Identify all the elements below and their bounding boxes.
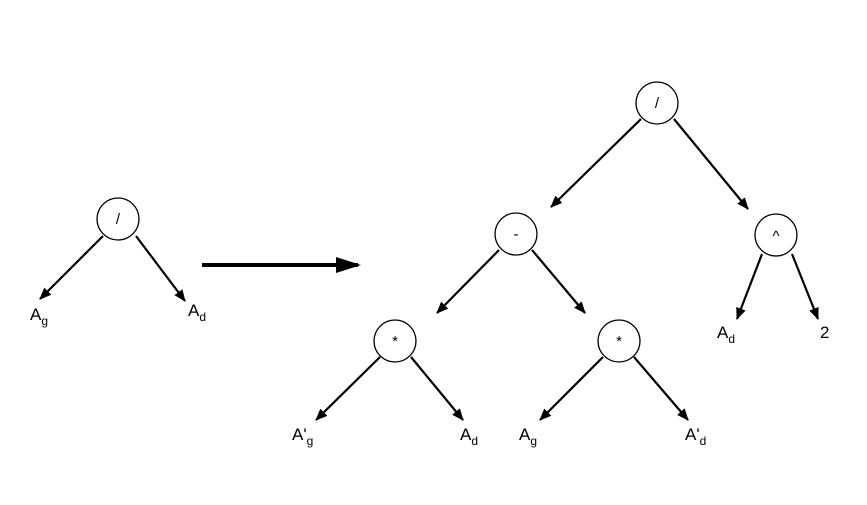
edge-power-to-ad [735,253,764,320]
times-left-operator: * [392,333,398,350]
leaf-a-d-power: Ad [717,323,735,346]
minus-operator: - [514,226,519,243]
edge-left-root-to-ad [135,235,186,302]
leaf-a-prime-g: A'g [292,425,313,448]
power-operator: ^ [772,228,779,245]
edge-left-root-to-ag [39,235,104,300]
right-root-operator: / [655,95,660,112]
edge-times-right-to-apd [633,356,689,421]
times-right-node: * [597,319,641,363]
power-node: ^ [754,213,798,257]
left-leaf-ad: Ad [188,301,206,324]
edge-times-left-to-apg [315,356,381,421]
left-root-operator: / [116,211,121,228]
right-root-node: / [635,81,679,125]
left-leaf-ag: Ag [30,305,48,328]
leaf-two: 2 [820,323,829,342]
left-root-node: / [96,197,140,241]
edge-root-to-power [673,118,749,210]
transform-arrowhead [336,257,361,273]
edge-minus-to-times-right [531,249,586,314]
leaf-a-g-right: Ag [519,425,537,448]
edge-times-right-to-ag [539,356,604,421]
leaf-a-prime-d: A'd [685,425,706,448]
edge-times-left-to-ad [410,356,464,421]
times-left-node: * [373,319,417,363]
edge-minus-to-times-left [436,249,500,314]
edge-root-to-minus [550,118,642,208]
right-tree: / - ^ * * A'g Ad Ag A'd Ad 2 [292,81,829,448]
times-right-operator: * [616,333,622,350]
edge-power-to-2 [790,253,820,320]
left-tree: / Ag Ad [30,197,206,328]
leaf-a-d-left: Ad [460,425,478,448]
minus-node: - [494,212,538,256]
